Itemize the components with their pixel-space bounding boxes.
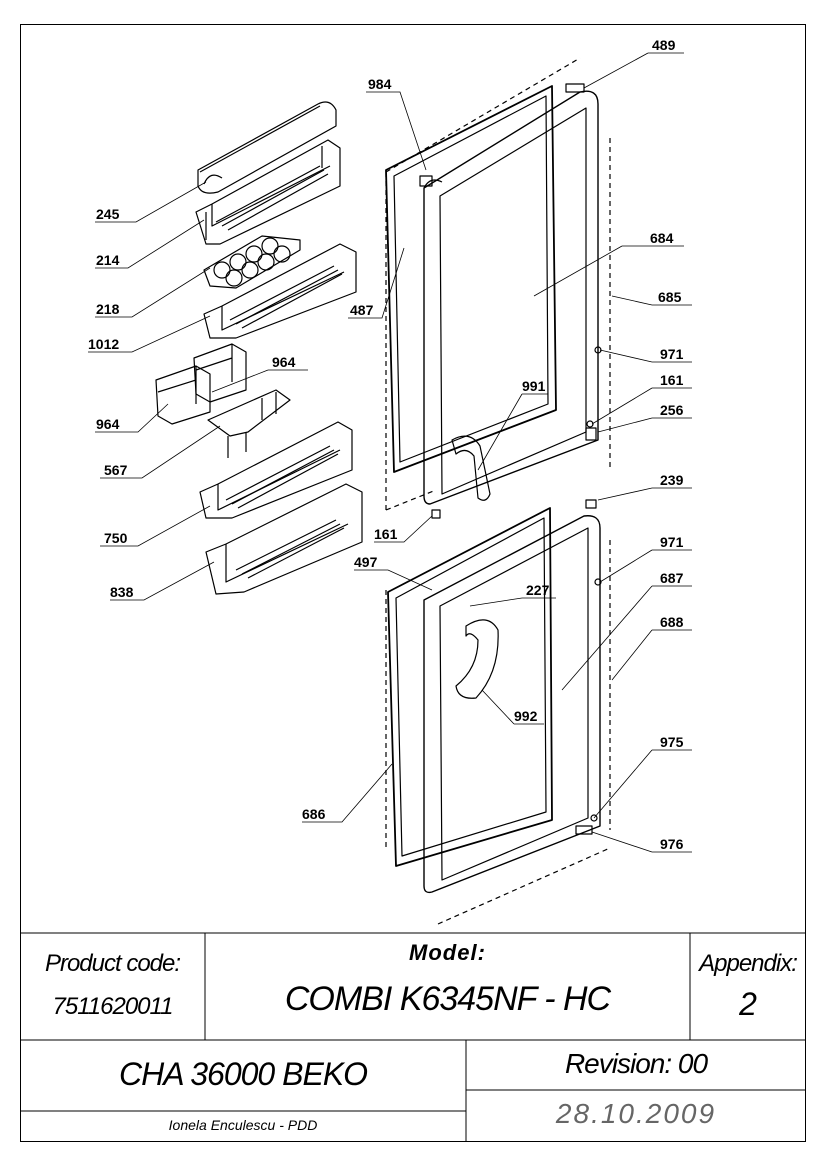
lower-door-gasket	[387, 507, 553, 867]
revision-label: Revision: 00	[564, 1048, 708, 1079]
product-code-value: 7511620011	[52, 993, 174, 1020]
bottom-hinge-part	[575, 825, 593, 835]
divider-part-left	[155, 365, 211, 425]
callout-218: 218	[96, 301, 120, 317]
screw-part	[594, 578, 602, 586]
callout-992: 992	[514, 708, 538, 724]
lower-shelf-part	[199, 421, 353, 519]
lower-handle-part	[455, 619, 499, 699]
callout-688: 688	[660, 614, 684, 630]
callout-1012: 1012	[88, 336, 119, 352]
upper-handle-part	[451, 435, 491, 501]
appendix-value: 2	[739, 986, 757, 1022]
callout-991: 991	[522, 378, 546, 394]
bottle-shelf-part	[205, 483, 363, 595]
model-value: COMBI K6345NF - HC	[284, 980, 611, 1018]
callout-245: 245	[96, 206, 120, 222]
hinge-plug-part	[585, 427, 597, 441]
chassis-label: CHA 36000 BEKO	[118, 1056, 368, 1092]
callout-684: 684	[650, 230, 674, 246]
callout-256: 256	[660, 402, 684, 418]
callout-686: 686	[302, 806, 326, 822]
callout-227: 227	[526, 582, 550, 598]
hinge-pin-part	[431, 509, 441, 519]
shelf-cover-part	[197, 101, 337, 194]
callout-838: 838	[110, 584, 134, 600]
hinge-cover-part	[565, 83, 585, 93]
callout-984: 984	[368, 76, 392, 92]
callout-687: 687	[660, 570, 684, 586]
callout-497: 497	[354, 554, 378, 570]
callout-971-lower: 971	[660, 534, 684, 550]
upper-door-gasket	[385, 85, 557, 473]
appendix-label: Appendix:	[699, 950, 798, 977]
hinge-part	[419, 175, 433, 187]
leader-lines	[88, 52, 692, 853]
callout-161-upper: 161	[660, 372, 684, 388]
egg-tray-part	[203, 235, 301, 289]
divider-part-right	[193, 343, 247, 403]
callout-487: 487	[350, 302, 374, 318]
model-label: Model:	[409, 940, 486, 965]
cap-part	[585, 499, 597, 509]
callout-971-upper: 971	[660, 346, 684, 362]
callout-161-lower: 161	[374, 526, 398, 542]
drawing-frame	[20, 24, 806, 1142]
assembly-lines	[385, 57, 611, 925]
callout-964-left: 964	[96, 416, 120, 432]
author-label: Ionela Enculescu - PDD	[168, 1117, 318, 1133]
callout-685: 685	[658, 289, 682, 305]
lower-door	[423, 515, 601, 894]
callout-975: 975	[660, 734, 684, 750]
date-label: 28.10.2009	[555, 1098, 717, 1129]
callout-239: 239	[660, 472, 684, 488]
callout-750: 750	[104, 530, 128, 546]
callout-214: 214	[96, 252, 120, 268]
title-block-grid	[20, 932, 806, 1142]
callout-964-right: 964	[272, 354, 296, 370]
product-code-label: Product code:	[44, 950, 181, 977]
callout-567: 567	[104, 462, 128, 478]
holder-part	[207, 389, 291, 458]
middle-shelf-part	[203, 243, 357, 339]
upper-shelf-part	[195, 139, 341, 245]
callout-976: 976	[660, 836, 684, 852]
callout-489: 489	[652, 37, 676, 53]
